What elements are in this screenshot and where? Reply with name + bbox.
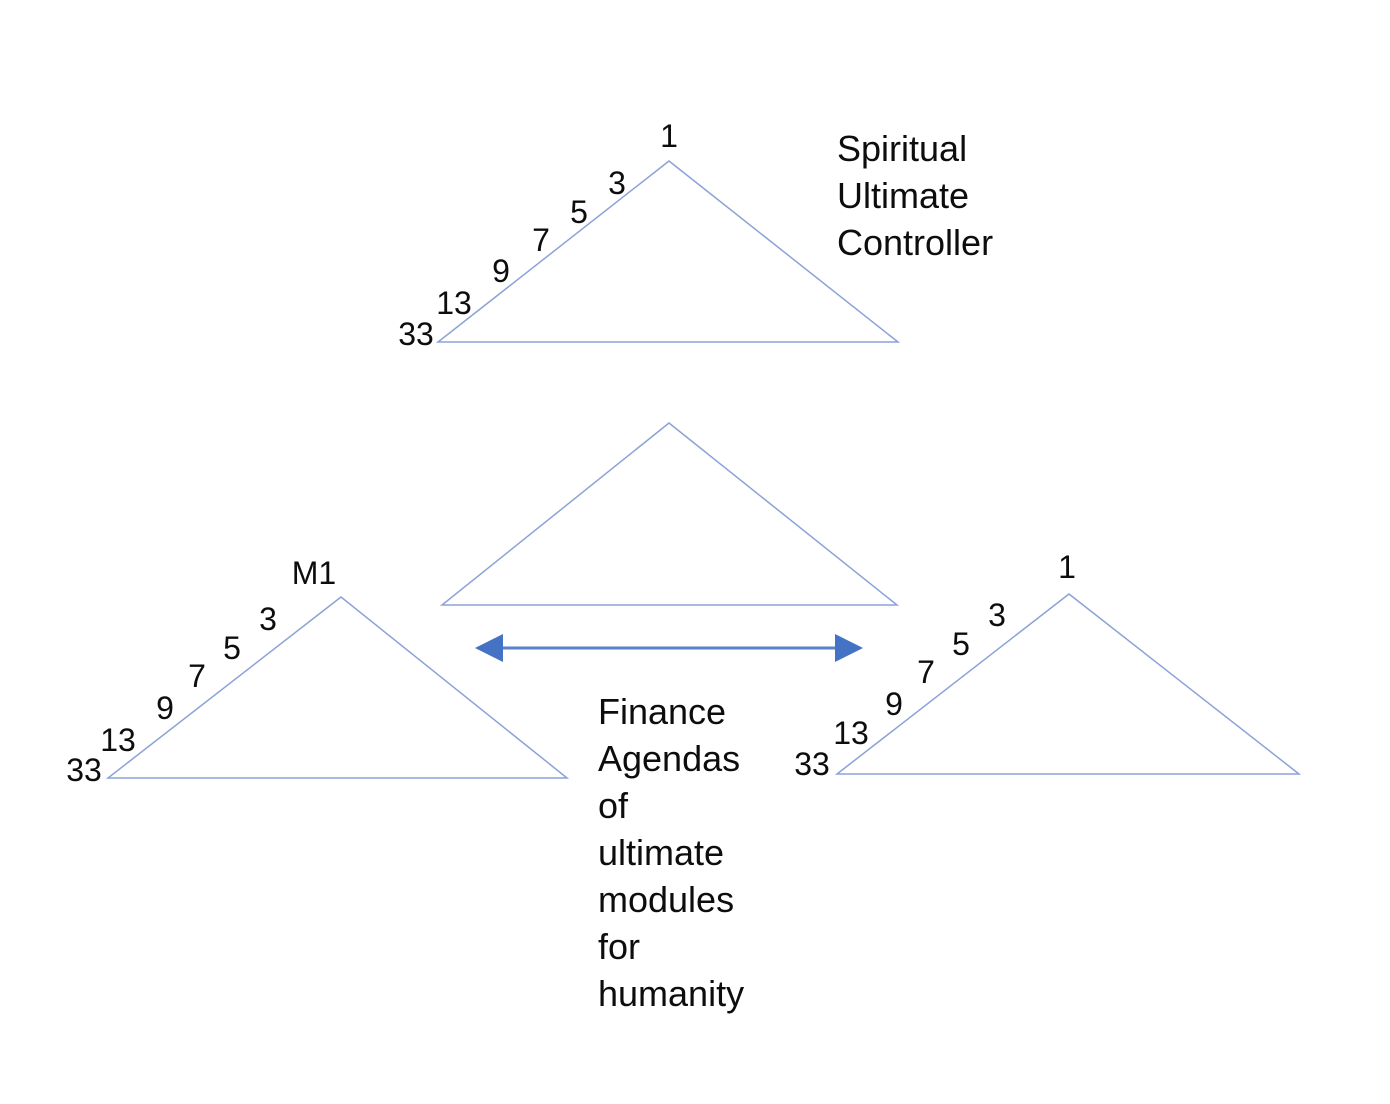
pyramid-top xyxy=(435,160,901,343)
left-pyramid-label-1: 3 xyxy=(259,601,277,637)
right-pyramid-label-4: 9 xyxy=(885,686,903,722)
caption-line: Controller xyxy=(837,222,994,263)
caption-line: ultimate xyxy=(598,832,725,873)
caption-line: humanity xyxy=(598,973,745,1014)
left-pyramid-label-6: 33 xyxy=(66,752,102,788)
top-pyramid-label-3: 7 xyxy=(532,222,550,258)
top-pyramid-label-2: 5 xyxy=(570,194,588,230)
double-arrow-icon xyxy=(475,634,863,662)
pyramid-left xyxy=(105,596,570,779)
right-pyramid-label-2: 5 xyxy=(952,626,970,662)
spiritual-ultimate-controller-caption: Spiritual Ultimate Controller xyxy=(837,125,993,266)
left-pyramid-label-0: M1 xyxy=(292,555,336,591)
caption-line: Agendas xyxy=(598,738,741,779)
arrow-head-left xyxy=(475,634,503,662)
finance-agendas-caption: Finance Agendas of ultimate modules for … xyxy=(598,688,744,1017)
caption-line: for xyxy=(598,926,641,967)
caption-line: of xyxy=(598,785,629,826)
caption-line: Spiritual xyxy=(837,128,968,169)
top-pyramid-label-5: 13 xyxy=(436,285,472,321)
left-pyramid-label-2: 5 xyxy=(223,630,241,666)
caption-line: modules xyxy=(598,879,735,920)
pyramid-middle xyxy=(439,422,900,606)
caption-line: Finance xyxy=(598,691,727,732)
top-pyramid-label-1: 3 xyxy=(608,165,626,201)
left-pyramid-label-5: 13 xyxy=(100,722,136,758)
right-pyramid-label-1: 3 xyxy=(988,597,1006,633)
pyramid-right xyxy=(834,593,1302,775)
left-pyramid-label-4: 9 xyxy=(156,690,174,726)
left-pyramid-label-3: 7 xyxy=(188,658,206,694)
right-pyramid-label-0: 1 xyxy=(1058,549,1076,585)
right-pyramid-label-6: 33 xyxy=(794,746,830,782)
top-pyramid-label-0: 1 xyxy=(660,118,678,154)
arrow-head-right xyxy=(835,634,863,662)
top-pyramid-label-4: 9 xyxy=(492,253,510,289)
top-pyramid-label-6: 33 xyxy=(398,316,434,352)
right-pyramid-label-5: 13 xyxy=(833,715,869,751)
right-pyramid-label-3: 7 xyxy=(917,654,935,690)
caption-line: Ultimate xyxy=(837,175,970,216)
